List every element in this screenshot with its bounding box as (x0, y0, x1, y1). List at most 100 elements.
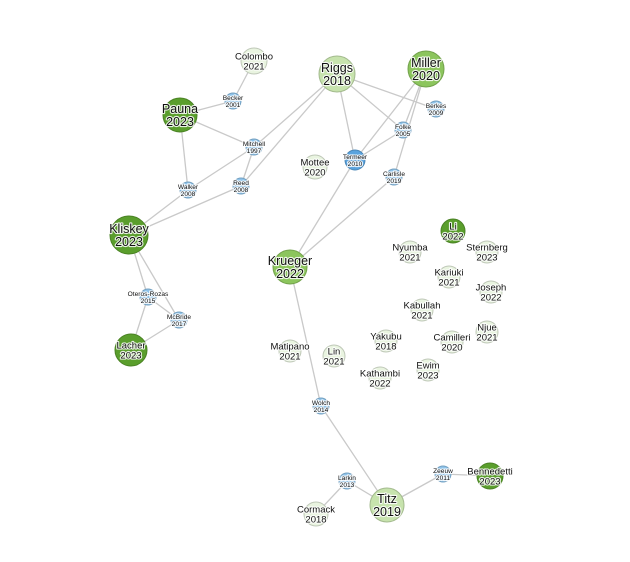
node-circle-mitchell[interactable] (245, 138, 263, 156)
node-name-kariuki: Kariuki (434, 268, 463, 279)
node-circle-berkes[interactable] (427, 100, 445, 118)
node-circle-joseph[interactable] (479, 280, 503, 304)
node-name-walker: Walker (178, 184, 199, 191)
node-name-pauna: Pauna (162, 102, 198, 116)
node-name-larkin: Larkin (338, 475, 356, 482)
node-name-wolch: Wolch (312, 400, 331, 407)
node-year-wolch: 2014 (314, 407, 329, 414)
node-circle-zeeuw[interactable] (434, 465, 452, 483)
node-year-kliskey: 2023 (115, 235, 143, 249)
node-circle-pauna[interactable] (162, 97, 198, 133)
node-year-ewim: 2023 (417, 370, 438, 381)
node-circle-kabullah[interactable] (410, 298, 434, 322)
node-circle-cormack[interactable] (303, 501, 329, 527)
node-year-mitchell: 1997 (247, 148, 262, 155)
node-year-sternberg: 2023 (476, 252, 497, 263)
node-name-lin: Lin (328, 347, 341, 358)
node-circle-nyumba[interactable] (398, 240, 422, 264)
node-name-oteros: Oteros-Rozas (128, 291, 169, 298)
node-circle-kliskey[interactable] (109, 215, 149, 255)
node-year-mottee: 2020 (304, 167, 325, 178)
node-circle-reed[interactable] (232, 177, 250, 195)
node-circle-krueger[interactable] (272, 249, 308, 285)
node-circle-bennedetti[interactable] (476, 462, 504, 490)
node-circle-ewim[interactable] (416, 358, 440, 382)
node-circle-mcbride[interactable] (170, 311, 188, 329)
node-circle-njue[interactable] (475, 320, 499, 344)
node-year-miller: 2020 (412, 69, 440, 83)
node-year-zeeuw: 2011 (436, 475, 451, 482)
node-circle-becker[interactable] (224, 92, 242, 110)
node-circle-walker[interactable] (179, 181, 197, 199)
edge-miller-carlisle (393, 68, 427, 178)
node-circle-matipano[interactable] (278, 339, 302, 363)
node-circle-colombo[interactable] (240, 47, 268, 75)
node-year-yakubu: 2018 (375, 341, 396, 352)
edge-wolch-titz (320, 405, 388, 506)
node-circle-folke[interactable] (394, 121, 412, 139)
node-circle-termeer[interactable] (344, 149, 366, 171)
node-circle-larkin[interactable] (338, 472, 356, 490)
node-year-kathambi: 2022 (369, 378, 390, 389)
node-circle-lin[interactable] (322, 344, 346, 368)
node-circle-mottee[interactable] (302, 154, 328, 180)
node-circle-miller[interactable] (407, 50, 445, 88)
node-circle-oteros[interactable] (139, 288, 157, 306)
node-circle-wolch[interactable] (312, 397, 330, 415)
node-circle-kariuki[interactable] (437, 265, 461, 289)
node-circle-carlisle[interactable] (385, 168, 403, 186)
node-year-berkes: 2009 (429, 110, 444, 117)
node-circle-riggs[interactable] (318, 55, 356, 93)
node-name-kabullah: Kabullah (404, 301, 441, 312)
node-circle-li[interactable] (440, 218, 466, 244)
node-year-carlisle: 2019 (387, 178, 402, 185)
node-circle-camilleri[interactable] (440, 330, 464, 354)
node-circle-kathambi[interactable] (368, 366, 392, 390)
node-year-kariuki: 2021 (438, 277, 459, 288)
edge-reed-kliskey (128, 185, 242, 236)
node-name-mcbride: McBride (167, 314, 192, 321)
node-circle-titz[interactable] (369, 487, 405, 523)
node-circle-lacher[interactable] (114, 333, 148, 367)
node-circle-sternberg[interactable] (475, 240, 499, 264)
node-circle-yakubu[interactable] (374, 329, 398, 353)
